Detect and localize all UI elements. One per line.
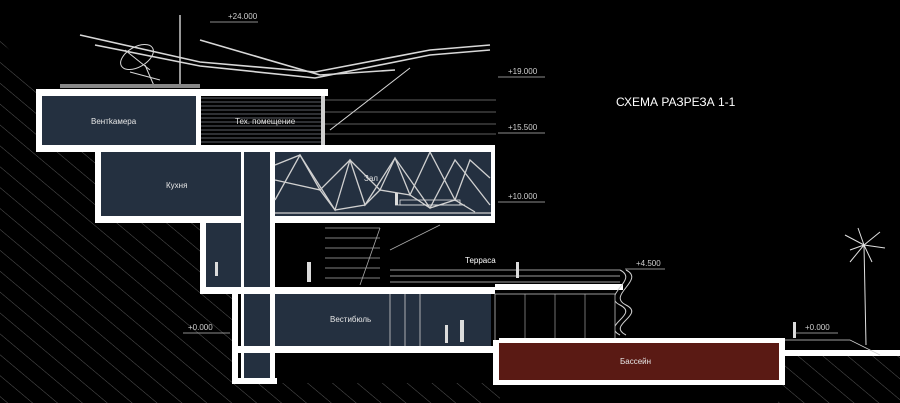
- slab-level-19: [36, 89, 328, 96]
- wall-kitchen-left: [95, 152, 101, 218]
- satellite-dish-icon: [120, 44, 161, 89]
- lobby-glazing: [389, 294, 421, 346]
- wall-pool-bottom: [493, 380, 785, 385]
- ground-strip: [0, 383, 500, 403]
- wall-ground-bottom: [232, 378, 277, 384]
- room-kitchen: [101, 152, 241, 216]
- tech-railing: [325, 99, 496, 135]
- elevation-10: +10.000: [508, 192, 538, 201]
- pool-basin: [499, 343, 779, 380]
- roof-parapet: [60, 84, 200, 88]
- room-lobby: [275, 294, 491, 346]
- roof-canopy: [79, 15, 491, 131]
- wall-pool-right: [779, 340, 785, 385]
- dining-furniture: [395, 199, 465, 206]
- staircase: [325, 224, 441, 286]
- slab-level-4-5: [200, 287, 495, 294]
- hillside-ground: [0, 40, 237, 383]
- room-label-hall: Зал: [364, 174, 378, 183]
- person-figures: [215, 193, 796, 343]
- wall-lobby-left: [232, 294, 238, 384]
- room-label-lobby: Вестибюль: [330, 315, 371, 324]
- terrace-railing: [390, 269, 620, 283]
- wall-lower-left: [200, 223, 206, 293]
- room-ventkamera: [42, 96, 196, 145]
- slab-level-15: [36, 145, 328, 152]
- ground-strip-right: [778, 356, 900, 403]
- room-label-terrace: Терраса: [465, 256, 496, 265]
- room-hall: [275, 152, 493, 216]
- site-steps: [785, 339, 881, 356]
- elevation-ground-left: +0.000: [188, 323, 213, 332]
- room-tech: [201, 96, 321, 145]
- elevation-4-5: +4.500: [636, 259, 661, 268]
- slab-level-15-right: [270, 145, 495, 152]
- wall-shaft-left: [241, 152, 244, 382]
- slab-ground: [232, 346, 497, 353]
- wall-pool-left: [493, 340, 499, 384]
- pool-deck: [499, 338, 785, 343]
- drawing-title: СХЕМА РАЗРЕЗА 1-1: [616, 95, 736, 109]
- terrace-slab: [495, 284, 623, 290]
- elevation-marker-lines: [183, 21, 838, 334]
- elevator-shaft: [244, 152, 270, 382]
- spiral-stair: [613, 269, 633, 336]
- room-label-ventkamera: Вентkамера: [91, 117, 137, 126]
- room-label-tech: Тех. помещение: [235, 117, 296, 126]
- wall-top-left: [36, 89, 42, 152]
- wall-shaft-right: [270, 152, 275, 382]
- deck-right: [785, 350, 900, 356]
- elevation-top: +24.000: [228, 12, 258, 21]
- room-label-kitchen: Кухня: [166, 181, 187, 190]
- pavilion-mullions: [524, 294, 586, 346]
- slab-level-10: [95, 216, 495, 223]
- hall-wall-right: [491, 145, 495, 223]
- elevation-ground-right: +0.000: [805, 323, 830, 332]
- palm-tree-icon: [844, 227, 886, 346]
- room-label-pool: Бассейн: [620, 357, 651, 366]
- tech-wall-right: [321, 96, 325, 145]
- hall-facade-lattice: [274, 150, 493, 214]
- wall-top-mid: [196, 96, 201, 145]
- elevation-19: +19.000: [508, 67, 538, 76]
- elevation-15-5: +15.500: [508, 123, 538, 132]
- room-lower-left: [206, 223, 241, 287]
